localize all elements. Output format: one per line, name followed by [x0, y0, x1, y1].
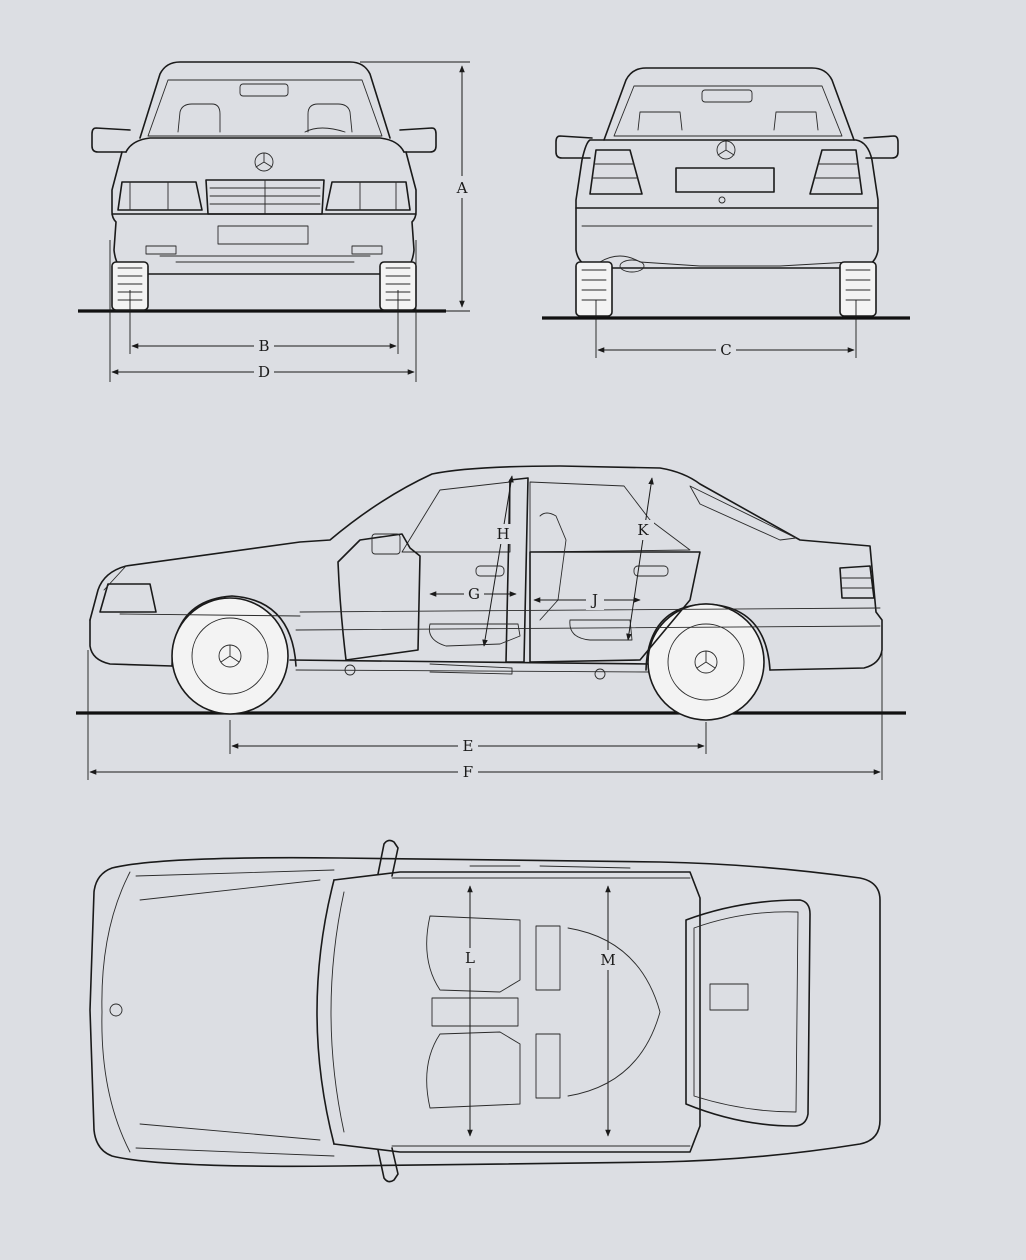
dimension-label-h: H	[496, 525, 509, 543]
dimension-label-g: G	[468, 585, 480, 603]
top-view	[89, 839, 881, 1183]
dimension-label-j: J	[590, 591, 598, 609]
dimension-label-k: K	[637, 521, 649, 539]
dimension-labels: A B C D E F G H J K L M	[254, 176, 736, 970]
front-view	[78, 61, 446, 313]
dimension-label-e: E	[463, 737, 474, 755]
side-view	[76, 465, 906, 721]
dimension-label-l: L	[465, 949, 475, 967]
dimension-label-c: C	[720, 341, 731, 359]
dimension-label-b: B	[258, 337, 269, 355]
top-dimensions	[467, 885, 611, 1137]
dimension-label-d: D	[258, 363, 270, 381]
dimension-label-a: A	[456, 179, 468, 197]
dimension-label-m: M	[600, 951, 615, 969]
front-dimensions	[109, 61, 470, 382]
dimension-label-f: F	[463, 763, 473, 781]
rear-view	[542, 67, 910, 320]
